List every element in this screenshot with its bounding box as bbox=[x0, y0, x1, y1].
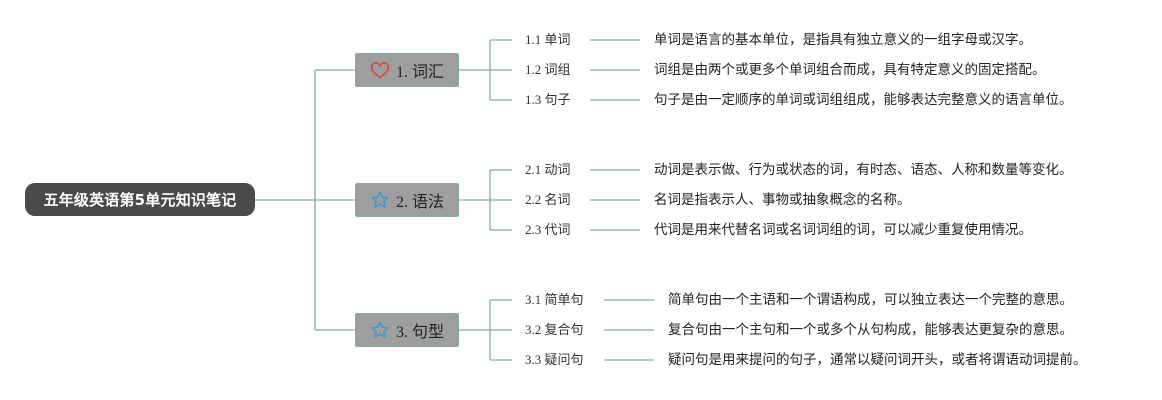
leaf-node-complex-sentence[interactable]: 3.2 复合句 bbox=[525, 322, 584, 337]
branch-label: 1. 词汇 bbox=[395, 64, 444, 81]
root-node[interactable]: 五年级英语第5单元知识笔记 bbox=[25, 183, 255, 216]
heart-icon bbox=[370, 60, 390, 80]
branch-node-sentence-patterns[interactable]: 3. 句型 bbox=[355, 313, 459, 347]
star-icon bbox=[370, 320, 390, 340]
leaf-description: 复合句由一个主句和一个或多个从句构成，能够表达更复杂的意思。 bbox=[668, 322, 1073, 338]
star-icon bbox=[370, 190, 390, 210]
connector-b3-spine bbox=[459, 300, 491, 360]
leaf-description: 句子是由一定顺序的单词或词组组成，能够表达完整意义的语言单位。 bbox=[654, 92, 1073, 108]
leaf-node-phrases[interactable]: 1.2 词组 bbox=[525, 62, 571, 77]
leaf-description: 代词是用来代替名词或名词词组的词，可以减少重复使用情况。 bbox=[654, 222, 1032, 238]
leaf-node-nouns[interactable]: 2.2 名词 bbox=[525, 192, 571, 207]
leaf-description: 疑问句是用来提问的句子，通常以疑问词开头，或者将谓语动词提前。 bbox=[668, 352, 1087, 368]
leaf-node-question-sentence[interactable]: 3.3 疑问句 bbox=[525, 352, 584, 367]
leaf-node-sentences[interactable]: 1.3 句子 bbox=[525, 92, 571, 107]
leaf-node-words[interactable]: 1.1 单词 bbox=[525, 32, 571, 47]
connector-desc-b1 bbox=[590, 39, 640, 101]
branch-label: 2. 语法 bbox=[395, 194, 444, 211]
branch-node-grammar[interactable]: 2. 语法 bbox=[355, 183, 459, 217]
connector-b1-spine bbox=[459, 40, 491, 100]
connector-b3-leaves bbox=[490, 299, 512, 361]
leaf-node-verbs[interactable]: 2.1 动词 bbox=[525, 162, 571, 177]
connector-desc-b3 bbox=[604, 299, 654, 361]
connector-b1-leaves bbox=[490, 39, 512, 101]
connector-b2-leaves bbox=[490, 169, 512, 231]
leaf-description: 简单句由一个主语和一个谓语构成，可以独立表达一个完整的意思。 bbox=[668, 292, 1073, 308]
branch-node-vocabulary[interactable]: 1. 词汇 bbox=[355, 53, 459, 87]
leaf-description: 名词是指表示人、事物或抽象概念的名称。 bbox=[654, 192, 911, 208]
leaf-description: 单词是语言的基本单位，是指具有独立意义的一组字母或汉字。 bbox=[654, 32, 1032, 48]
branch-label: 3. 句型 bbox=[395, 324, 444, 341]
connector-b2-spine bbox=[459, 170, 491, 230]
leaf-description: 词组是由两个或更多个单词组合而成，具有特定意义的固定搭配。 bbox=[654, 62, 1046, 78]
leaf-description: 动词是表示做、行为或状态的词，有时态、语态、人称和数量等变化。 bbox=[654, 162, 1073, 178]
connector-desc-b2 bbox=[590, 169, 640, 231]
leaf-node-pronouns[interactable]: 2.3 代词 bbox=[525, 222, 571, 237]
leaf-node-simple-sentence[interactable]: 3.1 简单句 bbox=[525, 292, 584, 307]
root-label: 五年级英语第5单元知识笔记 bbox=[43, 191, 237, 209]
